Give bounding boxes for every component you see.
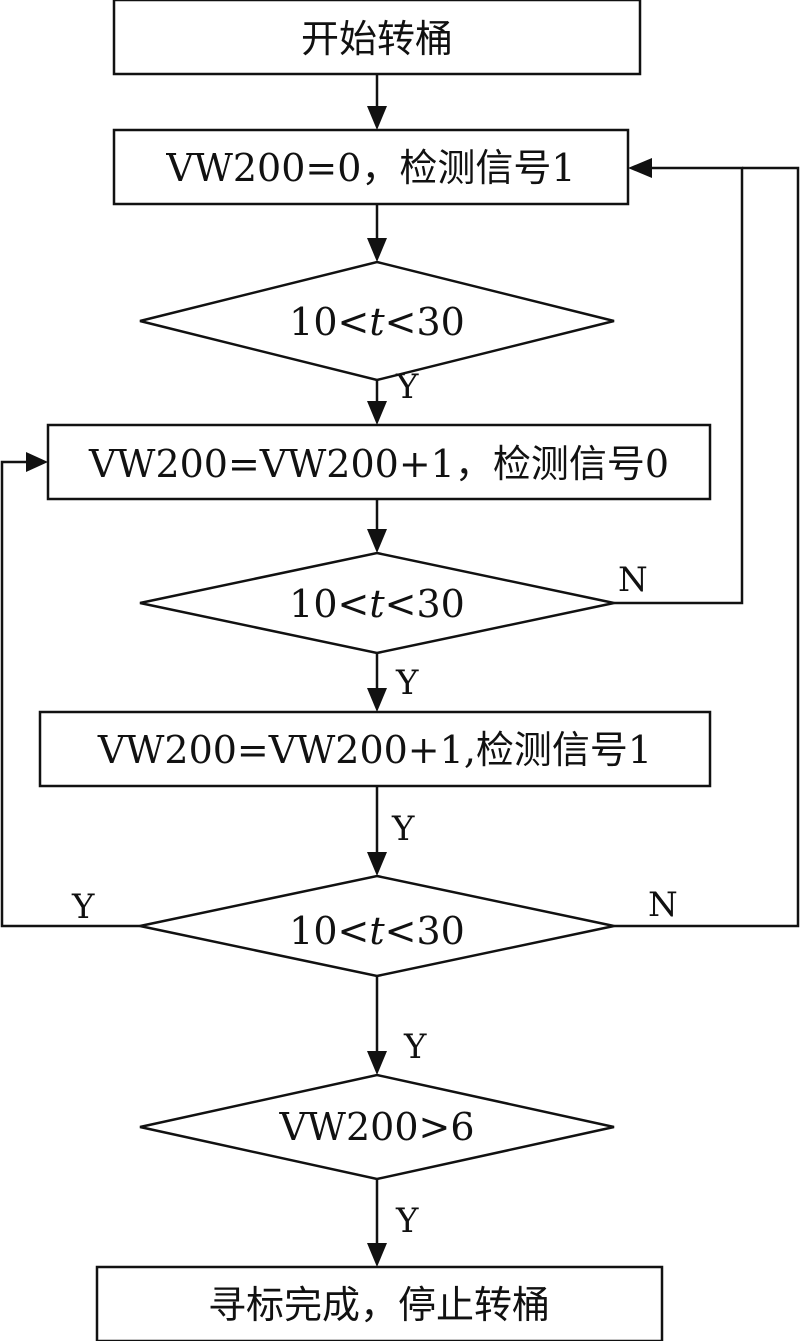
arrowhead: [367, 1051, 387, 1075]
check1-yes-label: Y: [395, 367, 419, 407]
edge-incr2-to-check3: Y: [367, 786, 415, 876]
arrowhead: [367, 688, 387, 712]
edge-start-to-init: [367, 74, 387, 130]
incr2-label: VW200=VW200+1,检测信号1: [97, 728, 652, 772]
edge-init-to-check1: [367, 204, 387, 262]
edge-check3-no-loop: N: [614, 166, 800, 928]
check3-yes-down-label: Y: [403, 1027, 427, 1067]
start-node: 开始转桶: [112, 0, 642, 76]
edge-check4-to-end: Y: [367, 1179, 419, 1267]
arrowhead: [367, 238, 387, 262]
arrowhead: [628, 158, 652, 178]
arrowhead: [367, 401, 387, 425]
edge-check1-to-incr1: Y: [367, 367, 419, 425]
edge-check2-to-incr2: Y: [367, 653, 419, 712]
incr1-node: VW200=VW200+1，检测信号0: [46, 423, 712, 501]
edge-check3-to-check4: Y: [367, 976, 427, 1075]
arrowhead: [367, 1243, 387, 1267]
incr1-label: VW200=VW200+1，检测信号0: [88, 442, 669, 486]
check2-no-label: N: [618, 560, 648, 600]
check1-label: 10<t<30: [289, 300, 465, 344]
check4-decision: VW200>6: [139, 1073, 615, 1181]
check3-decision: 10<t<30: [139, 874, 615, 978]
end-node: 寻标完成，停止转桶: [95, 1265, 664, 1341]
check2-decision: 10<t<30: [139, 551, 615, 655]
incr2-to-check3-label: Y: [391, 809, 415, 849]
check3-yes-left-label: Y: [71, 887, 95, 927]
init-node: VW200=0，检测信号1: [112, 128, 630, 206]
check4-label: VW200>6: [278, 1105, 474, 1149]
check3-no-label: N: [648, 885, 678, 925]
init-label: VW200=0，检测信号1: [165, 146, 575, 190]
check2-yes-label: Y: [395, 663, 419, 703]
end-label: 寻标完成，停止转桶: [208, 1283, 550, 1327]
incr2-node: VW200=VW200+1,检测信号1: [38, 710, 712, 788]
arrowhead: [26, 452, 48, 472]
edge-incr1-to-check2: [367, 499, 387, 553]
check1-decision: 10<t<30: [139, 260, 615, 382]
edge-check3-yes-loop: Y: [0, 452, 140, 928]
edge-check2-no-loop: N: [614, 158, 744, 605]
arrowhead: [367, 529, 387, 553]
arrowhead: [367, 852, 387, 876]
check4-yes-label: Y: [395, 1201, 419, 1241]
check2-label: 10<t<30: [289, 582, 465, 626]
start-label: 开始转桶: [301, 17, 453, 61]
check3-label: 10<t<30: [289, 909, 465, 953]
arrowhead: [367, 106, 387, 130]
